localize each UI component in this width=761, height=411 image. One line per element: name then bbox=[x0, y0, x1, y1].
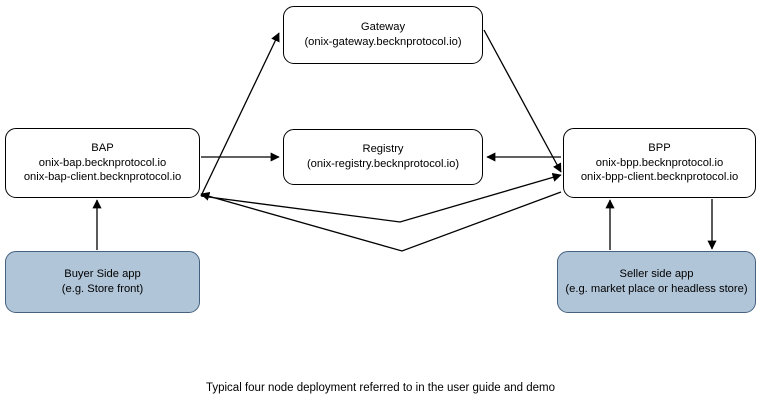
node-bap[interactable]: BAP onix-bap.becknprotocol.io onix-bap-c… bbox=[5, 128, 200, 198]
node-seller-side-app-line-1: Seller side app bbox=[619, 268, 694, 281]
diagram-caption: Typical four node deployment referred to… bbox=[205, 382, 556, 394]
node-bpp-line-3: onix-bpp-client.becknprotocol.io bbox=[580, 171, 739, 184]
edge-gateway-to-bpp bbox=[483, 29, 562, 173]
node-bap-line-2: onix-bap.becknprotocol.io bbox=[38, 156, 167, 169]
node-bpp[interactable]: BPP onix-bpp.becknprotocol.io onix-bpp-c… bbox=[563, 128, 756, 198]
edge-bap-to-gateway bbox=[200, 32, 280, 197]
node-seller-side-app-line-2: (e.g. market place or headless store) bbox=[565, 283, 748, 295]
node-gateway-line-2: (onix-gateway.becknprotocol.io) bbox=[304, 36, 462, 48]
node-bpp-line-1: BPP bbox=[648, 141, 671, 154]
node-buyer-side-app-line-1: Buyer Side app bbox=[64, 268, 141, 281]
node-bap-line-3: onix-bap-client.becknprotocol.io bbox=[23, 171, 182, 184]
node-registry[interactable]: Registry (onix-registry.becknprotocol.io… bbox=[283, 129, 483, 185]
node-buyer-side-app[interactable]: Buyer Side app (e.g. Store front) bbox=[5, 251, 200, 313]
node-registry-line-1: Registry bbox=[362, 143, 404, 156]
node-gateway-line-1: Gateway bbox=[360, 21, 406, 34]
node-buyer-side-app-line-2: (e.g. Store front) bbox=[61, 283, 144, 295]
node-bpp-line-2: onix-bpp.becknprotocol.io bbox=[595, 156, 724, 169]
node-gateway[interactable]: Gateway (onix-gateway.becknprotocol.io) bbox=[283, 6, 483, 64]
node-bap-line-1: BAP bbox=[91, 141, 114, 154]
node-registry-line-2: (onix-registry.becknprotocol.io) bbox=[306, 158, 460, 170]
edge-bpp-to-bap bbox=[200, 191, 562, 252]
node-seller-side-app[interactable]: Seller side app (e.g. market place or he… bbox=[557, 251, 756, 313]
